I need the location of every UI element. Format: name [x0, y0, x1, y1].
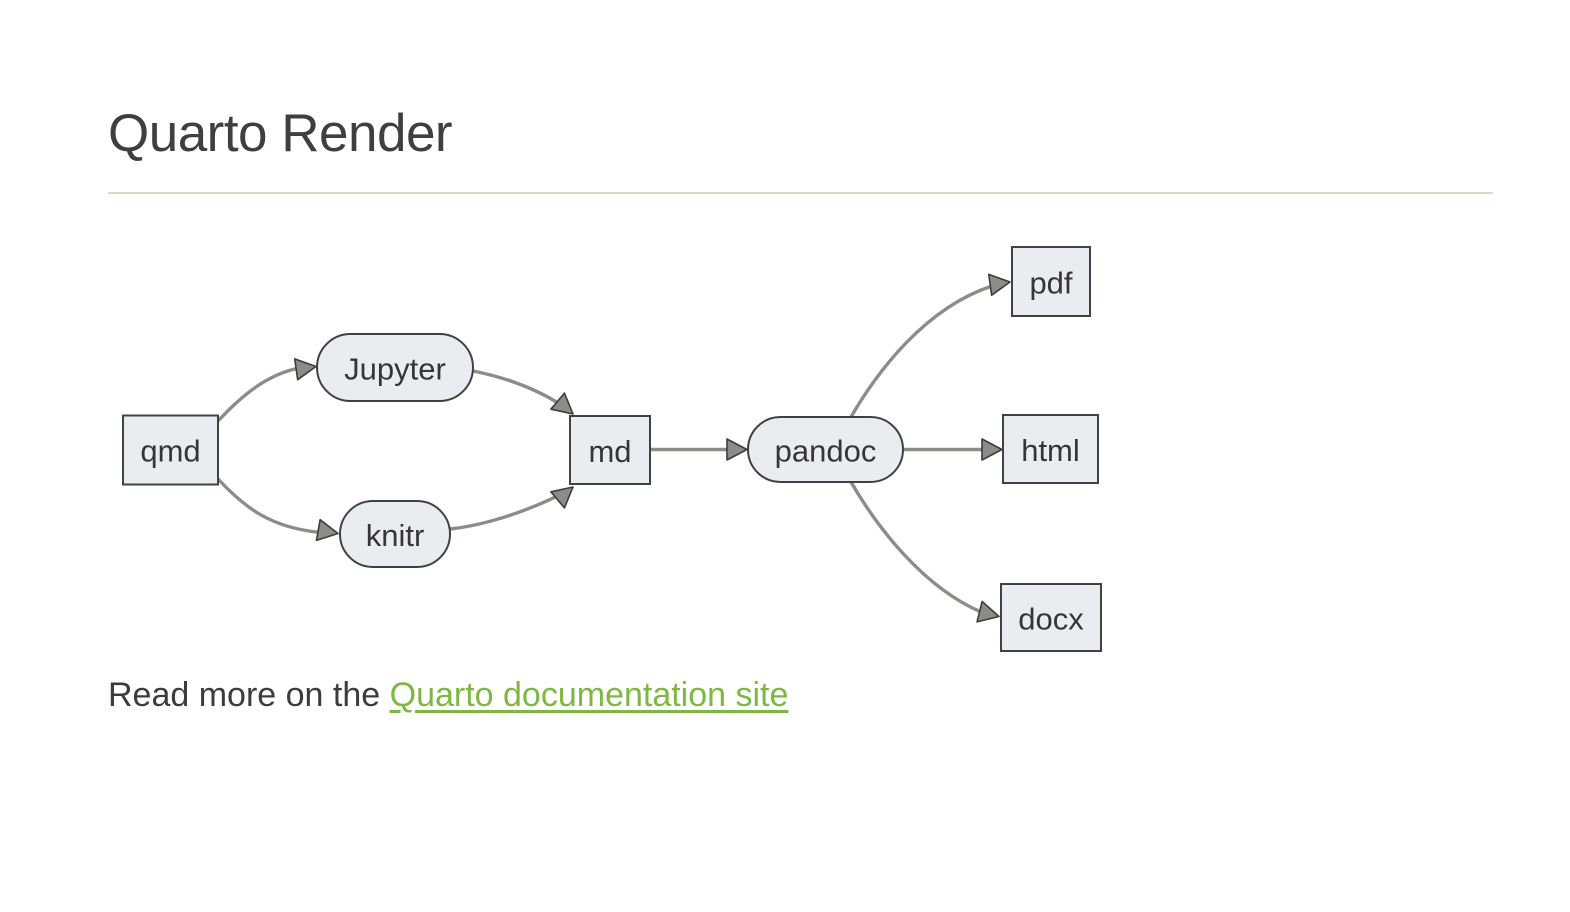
arrowhead-pdf-icon	[987, 273, 1011, 296]
node-qmd-shape	[122, 414, 219, 486]
arrowhead-pandoc-icon	[726, 438, 748, 461]
node-jupyter: Jupyter	[316, 333, 474, 402]
edge-pandoc-to-pdf	[849, 284, 994, 419]
node-pandoc: pandoc	[747, 416, 904, 483]
node-pdf-shape	[1011, 246, 1091, 317]
read-more-text: Read more on the Quarto documentation si…	[108, 678, 788, 712]
node-jupyter-shape	[316, 333, 474, 402]
quarto-docs-link[interactable]: Quarto documentation site	[389, 676, 789, 714]
node-md-label: md	[588, 434, 631, 469]
node-jupyter-label: Jupyter	[344, 352, 446, 387]
diagram-arrowheads	[293, 273, 1011, 623]
edge-qmd-to-jupyter	[216, 366, 301, 423]
node-pandoc-shape	[747, 416, 904, 483]
node-pdf-label: pdf	[1029, 266, 1072, 301]
node-html: html	[1002, 414, 1099, 484]
arrowhead-jupyter-icon	[293, 358, 317, 381]
edge-pandoc-to-docx	[849, 480, 983, 614]
node-pdf: pdf	[1011, 246, 1091, 317]
node-knitr-label: knitr	[366, 518, 425, 553]
node-html-label: html	[1021, 433, 1080, 468]
node-knitr: knitr	[339, 500, 451, 568]
node-qmd: qmd	[122, 414, 219, 486]
edge-knitr-to-md	[448, 489, 569, 531]
arrowhead-docx-icon	[976, 600, 1000, 623]
node-docx: docx	[1000, 583, 1102, 652]
read-more-prefix: Read more on the	[108, 676, 390, 714]
node-html-shape	[1002, 414, 1099, 484]
edge-jupyter-to-md	[471, 369, 569, 411]
title-divider	[108, 192, 1493, 194]
arrowhead-knitr-icon	[315, 518, 339, 542]
arrowhead-md-bottom-icon	[550, 486, 574, 509]
page-title: Quarto Render	[108, 104, 453, 163]
node-pandoc-label: pandoc	[775, 434, 877, 469]
node-knitr-shape	[339, 500, 451, 568]
node-docx-shape	[1000, 583, 1102, 652]
arrowhead-md-top-icon	[550, 392, 574, 415]
node-qmd-label: qmd	[140, 434, 200, 469]
node-docx-label: docx	[1018, 602, 1084, 637]
node-md: md	[569, 415, 651, 485]
arrowhead-html-icon	[981, 438, 1003, 461]
edge-qmd-to-knitr	[216, 477, 323, 535]
node-md-shape	[569, 415, 651, 485]
